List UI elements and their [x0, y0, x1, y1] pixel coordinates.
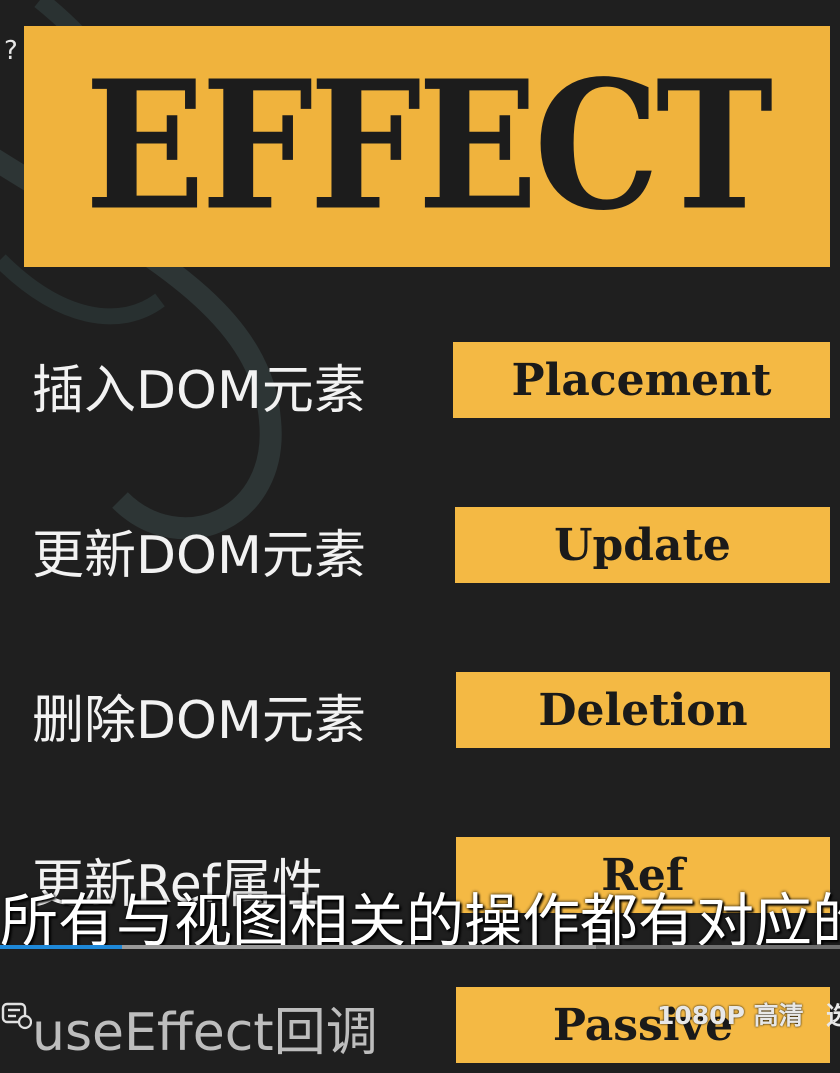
row-label-ref: 更新Ref属性 — [32, 855, 325, 915]
row-label-passive: useEffect回调 — [32, 1003, 378, 1063]
tag-ref: Ref — [456, 837, 830, 913]
tag-update: Update — [455, 507, 830, 583]
progress-played — [0, 945, 122, 949]
quality-selector[interactable]: 1080P 高清 — [657, 1001, 804, 1030]
more-control[interactable]: 选 — [826, 1001, 840, 1030]
title-banner: EFFECT — [24, 26, 830, 267]
row-label-update: 更新DOM元素 — [32, 526, 366, 586]
row-label-deletion: 删除DOM元素 — [32, 691, 366, 751]
corner-mark: ? — [4, 36, 18, 66]
progress-bar[interactable] — [0, 945, 840, 949]
progress-buffered — [121, 945, 597, 949]
tag-passive: Passive — [456, 987, 830, 1063]
row-label-placement: 插入DOM元素 — [32, 361, 366, 421]
subtitle-caption: 所有与视图相关的操作都有对应的 — [0, 887, 840, 955]
tag-placement: Placement — [453, 342, 830, 418]
danmaku-toggle-icon[interactable] — [0, 998, 32, 1030]
title: EFFECT — [84, 42, 774, 250]
tag-deletion: Deletion — [456, 672, 830, 748]
